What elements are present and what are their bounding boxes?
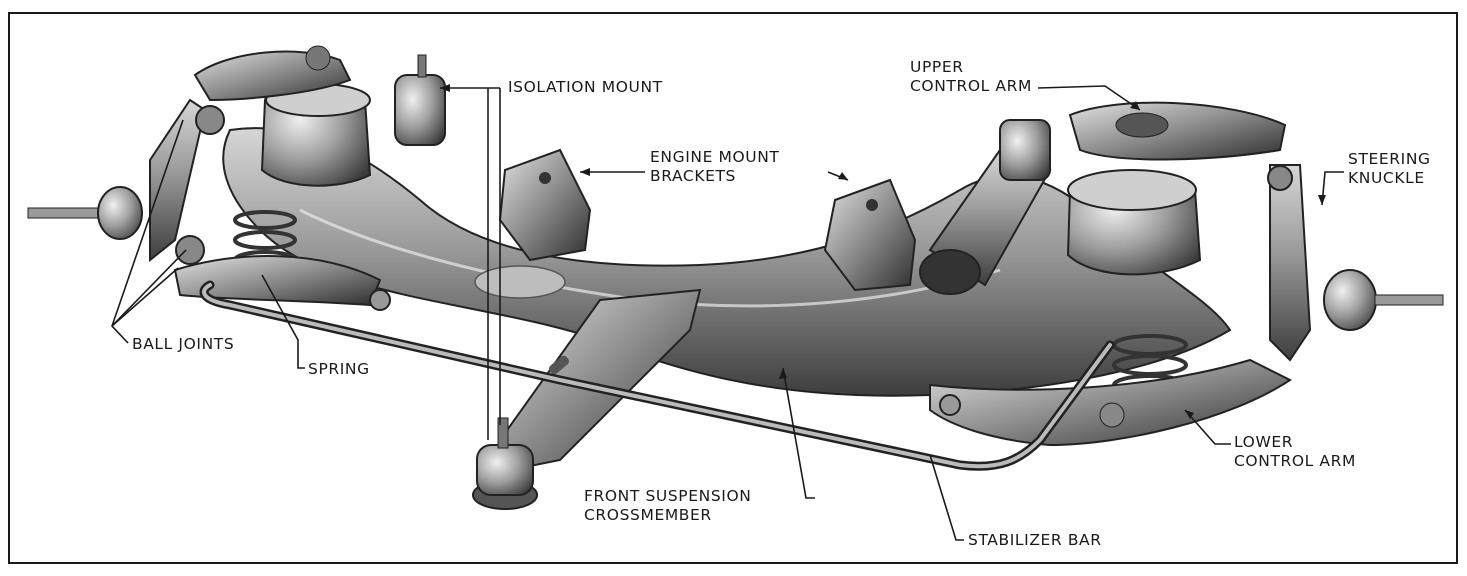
isolation-mount-top: [394, 54, 446, 146]
leader-lines: [111, 85, 1344, 541]
label-upper-control-arm-line1: UPPER: [910, 58, 964, 76]
label-ball-joints: BALL JOINTS: [132, 335, 235, 353]
label-front-suspension-crossmember-line1: FRONT SUSPENSION: [584, 487, 752, 505]
diagram-frame: [8, 12, 1458, 564]
right-upper-control-arm: [1068, 101, 1287, 161]
label-lower-control-arm: LOWER CONTROL ARM: [1234, 433, 1356, 471]
label-front-suspension-crossmember: FRONT SUSPENSION CROSSMEMBER: [584, 487, 751, 525]
label-isolation-mount: ISOLATION MOUNT: [508, 78, 663, 96]
left-steering-knuckle: [27, 98, 225, 265]
leader-arrowheads: [440, 84, 1326, 419]
engine-mount-bracket-left: [498, 148, 592, 262]
label-steering-knuckle-line1: STEERING: [1348, 150, 1431, 168]
left-upper-control-arm: [193, 45, 352, 102]
label-front-suspension-crossmember-line2: CROSSMEMBER: [584, 506, 712, 524]
left-spring-tower: [260, 82, 372, 187]
right-steering-knuckle: [1267, 164, 1444, 362]
label-lower-control-arm-line2: CONTROL ARM: [1234, 452, 1356, 470]
label-engine-mount-brackets-line1: ENGINE MOUNT: [650, 148, 780, 166]
label-engine-mount-brackets-line2: BRACKETS: [650, 167, 736, 185]
steering-gear: [919, 119, 1052, 295]
label-engine-mount-brackets: ENGINE MOUNT BRACKETS: [650, 148, 779, 186]
label-upper-control-arm-line2: CONTROL ARM: [910, 77, 1032, 95]
label-upper-control-arm: UPPER CONTROL ARM: [910, 58, 1032, 96]
label-spring: SPRING: [308, 360, 370, 378]
label-steering-knuckle-line2: KNUCKLE: [1348, 169, 1425, 187]
engine-mount-bracket-right: [823, 178, 917, 292]
isolation-mount-bottom: [472, 417, 538, 510]
right-lower-control-arm: [929, 358, 1292, 447]
right-spring-tower: [1066, 169, 1202, 276]
label-lower-control-arm-line1: LOWER: [1234, 433, 1294, 451]
label-steering-knuckle: STEERING KNUCKLE: [1348, 150, 1431, 188]
label-stabilizer-bar: STABILIZER BAR: [968, 531, 1102, 549]
stabilizer-bar: [199, 280, 1115, 471]
